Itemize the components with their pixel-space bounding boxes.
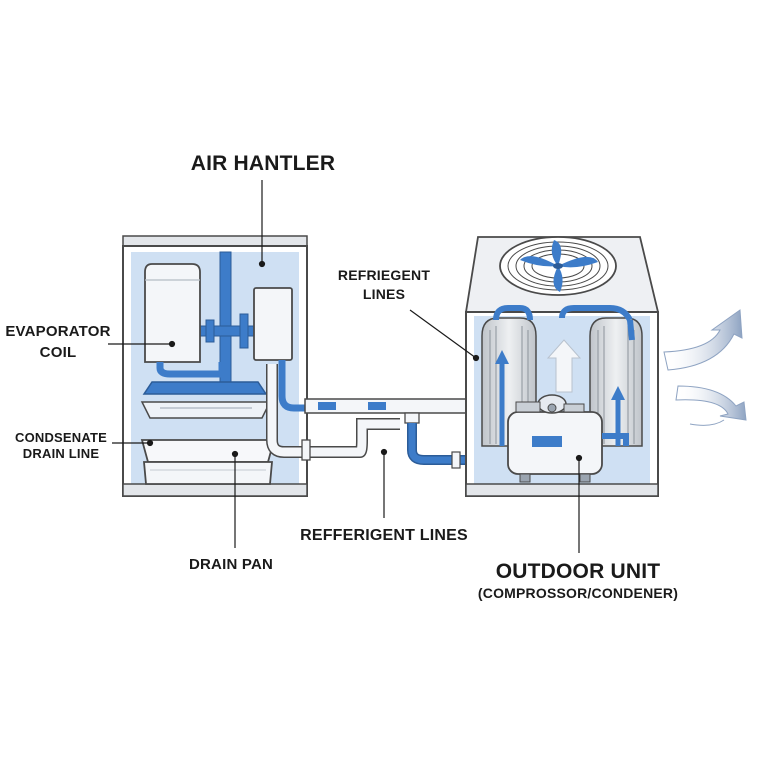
refrigerant-lines-bottom-label: REFFERIGENT LINES xyxy=(300,527,468,544)
air-handler-top-cap xyxy=(122,235,308,247)
refrigerant-lines-top-line-1: REFRIEGENT xyxy=(337,267,431,283)
drain-pan-basin xyxy=(143,461,273,485)
airflow-arrow-icon xyxy=(663,309,747,426)
outdoor-unit-base xyxy=(465,483,659,497)
evaporator-coil-box xyxy=(144,263,201,363)
condensate-drain-line-1: CONDSENATE xyxy=(14,430,108,445)
pipe-valve xyxy=(239,313,249,349)
leader-lines xyxy=(108,180,583,553)
coil-plate xyxy=(140,401,272,419)
outdoor-unit-subtitle: (COMPROSSOR/CONDENER) xyxy=(477,585,679,601)
fan-icon xyxy=(499,236,617,296)
refrigerant-lines-top-label: REFRIEGENT LINES xyxy=(338,266,430,304)
refrigerant-line-set xyxy=(304,398,508,469)
condensate-drain-pipe xyxy=(266,364,400,461)
drain-pan-label: DRAIN PAN xyxy=(188,556,274,573)
evaporator-coil-line-2: COIL xyxy=(39,344,77,361)
condensate-drain-line-label: CONDSENATE DRAIN LINE xyxy=(15,430,107,462)
outdoor-unit xyxy=(464,236,660,497)
outdoor-unit-label: OUTDOOR UNIT xyxy=(495,560,661,583)
evaporator-return-pipe xyxy=(156,362,226,378)
up-arrow-icon xyxy=(546,339,582,393)
coil-tray xyxy=(142,381,268,395)
evaporator-coil-line-1: EVAPORATOR xyxy=(5,323,111,340)
pipe-flange xyxy=(205,319,215,343)
refrigerant-lines-top-line-2: LINES xyxy=(362,286,406,302)
suction-line-exit xyxy=(278,360,318,412)
refrigerant-lines-top-leader xyxy=(409,309,477,359)
air-handler-label: AIR HANTLER xyxy=(190,152,336,175)
evaporator-coil-label: EVAPORATOR COIL xyxy=(5,321,110,363)
air-handler-base xyxy=(122,483,308,497)
blower-box xyxy=(253,287,293,361)
condensate-drain-line-2: DRAIN LINE xyxy=(22,446,100,461)
drain-pan xyxy=(140,439,276,463)
